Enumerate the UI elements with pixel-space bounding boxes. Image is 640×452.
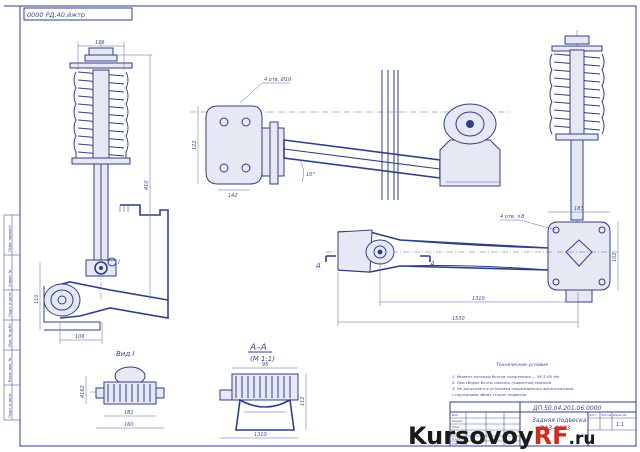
section-scale: (M 1:1) [250, 355, 275, 363]
tb-row-2: Разраб. [452, 419, 463, 423]
left-strut-view: 116 410 110 106 I [34, 40, 169, 344]
doc-code: ДП.50.04.201.06.0000 [532, 405, 602, 412]
tb-row-1: Изм. [452, 413, 459, 417]
tech-note-4: с пружинами обеих сторон подвески [452, 392, 527, 397]
section-a-a: A–A (M 1:1) 95 112 1310 [219, 343, 307, 439]
tech-title: Технические условия [496, 362, 548, 368]
dim-view1-b: 4162 [80, 385, 86, 398]
watermark: KursovoyRF.ru [408, 422, 595, 450]
strip-text-2: Справ. № [8, 269, 12, 287]
dim-plate2-v: 102 [612, 252, 618, 262]
dim-height-left: 410 [144, 180, 150, 190]
dim-view1-a: 181 [124, 410, 134, 416]
dim-long-1: 1310 [472, 296, 485, 302]
tb-row-3: Пров. [452, 425, 460, 429]
dim-bottom-left: 106 [75, 334, 85, 340]
lower-arm-view: A A 1310 1530 [315, 229, 620, 328]
dim-plate-h: 142 [228, 193, 238, 199]
title-block: ДП.50.04.201.06.0000 Задняя подвеска ВАЗ… [449, 401, 637, 447]
tech-note-2: 2. При сборке болты смазать графитной см… [452, 380, 552, 385]
strip-text-1: Перв. примен. [8, 225, 12, 252]
title-name-1: Задняя подвеска [532, 417, 587, 424]
right-strut-view: 183 102 4 отв. ×8 [500, 30, 619, 303]
tb-sheet-label: Лист [588, 413, 596, 417]
tech-note-3: 3. Не допускается установка поврежденных… [452, 386, 574, 391]
dim-top-left: 116 [95, 40, 105, 46]
dim-sec-top: 95 [262, 362, 268, 368]
dim-plate-v: 122 [192, 140, 198, 150]
tb-row-5: Н.контр. [452, 437, 465, 441]
watermark-part-1: Kursovoy [408, 422, 534, 450]
dim-angle: 10° [306, 172, 315, 178]
title-name-2: ВАЗ–2123 [540, 425, 571, 432]
section-label: A–A [249, 343, 267, 353]
strip-text-5: Взам. инв. № [8, 357, 12, 382]
dim-sec-bottom: 1310 [254, 432, 267, 438]
tb-row-6: Утв. [452, 442, 458, 446]
svg-text:KursovoyRF.ru: KursovoyRF.ru [408, 422, 595, 450]
tb-scale-label: Масштаб [613, 413, 627, 417]
view-label: Вид I [116, 350, 134, 358]
tech-notes: Технические условия 1. Момент затяжки бо… [452, 362, 574, 397]
strip-text-6: Подп. и дата [8, 394, 12, 418]
left-strip: Перв. примен. Справ. № Подп. и дата Инв.… [3, 214, 21, 421]
dim-sec-side: 112 [300, 396, 306, 406]
dim-left-small: 110 [34, 294, 40, 304]
section-marker-right: A [429, 260, 435, 268]
holes-note-1: 4 отв. Ø10 [264, 76, 291, 83]
tb-row-4: Т.контр. [452, 431, 464, 435]
holes-note-2: 4 отв. ×8 [500, 214, 524, 220]
dim-view1-c: 160 [124, 422, 134, 428]
tb-scale-value: 1:1 [616, 422, 624, 428]
tech-note-1: 1. Момент затяжки болтов соединения — 36… [452, 374, 559, 379]
dim-long-2: 1530 [452, 316, 465, 322]
view-marker: I [118, 259, 120, 266]
stamp-box: 0000 РД.40.йжтр [23, 7, 133, 21]
stamp-number: 0000 РД.40.йжтр [27, 11, 85, 19]
dim-plate2: 183 [574, 206, 584, 212]
strip-text-3: Подп. и дата [8, 293, 12, 317]
section-marker-left: A [315, 262, 321, 270]
view-i: Вид I 181 160 4162 [80, 350, 165, 429]
top-arm-view: 122 142 4 отв. Ø10 10° [190, 70, 510, 200]
strip-text-4: Инв. № дубл. [8, 322, 12, 347]
watermark-part-2: RF [534, 422, 569, 450]
watermark-part-3: .ru [569, 429, 596, 449]
tb-sheets-label: Листов [600, 413, 612, 417]
